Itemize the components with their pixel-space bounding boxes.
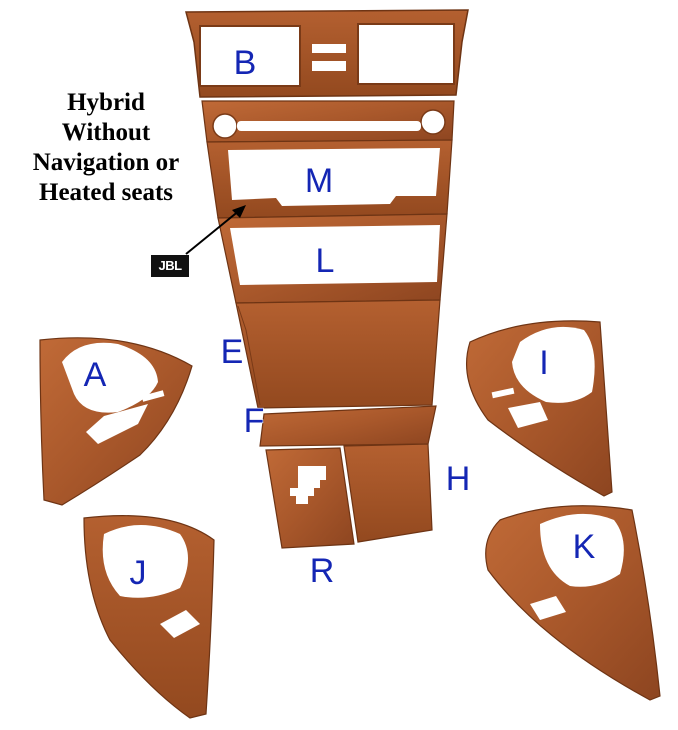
panel-r: [266, 448, 354, 548]
door-trim-a: [40, 338, 192, 505]
label-r: R: [310, 552, 335, 590]
panel-m-upper: [202, 101, 454, 142]
label-a: A: [84, 356, 107, 394]
label-h: H: [446, 460, 471, 498]
caption-line-2: Without: [6, 118, 206, 148]
variant-caption: Hybrid Without Navigation or Heated seat…: [6, 88, 206, 208]
label-l: L: [316, 242, 335, 280]
label-k: K: [573, 528, 596, 566]
label-b: B: [234, 44, 257, 82]
label-i: I: [539, 344, 548, 382]
panel-h: [344, 444, 432, 542]
label-f: F: [244, 402, 265, 440]
caption-line-3: Navigation or: [6, 148, 206, 178]
center-bezel-b: [186, 10, 468, 97]
label-e: E: [221, 333, 244, 371]
label-m: M: [305, 162, 333, 200]
jbl-logo-badge: JBL: [151, 255, 189, 277]
panel-e: [236, 300, 440, 408]
panel-f: [260, 406, 436, 446]
caption-line-1: Hybrid: [6, 88, 206, 118]
caption-line-4: Heated seats: [6, 178, 206, 208]
door-trim-j: [84, 516, 214, 718]
label-j: J: [130, 554, 147, 592]
